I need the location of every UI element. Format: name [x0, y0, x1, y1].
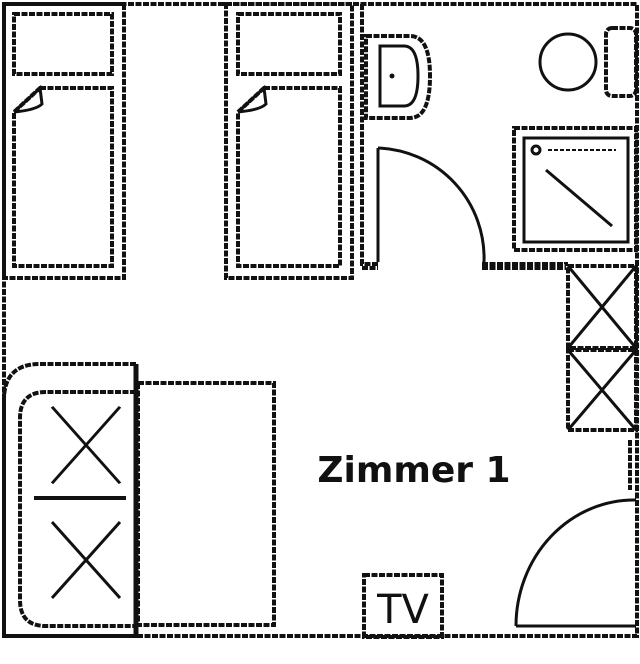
sofa-extension [136, 381, 276, 627]
entrance-door [514, 498, 637, 628]
room-label: Zimmer 1 [317, 450, 510, 491]
bathroom-door [376, 146, 486, 263]
sofa [2, 362, 139, 638]
bathroom-wall [360, 4, 378, 266]
tv-stand: TV [362, 573, 444, 639]
bathroom-wall-right [482, 262, 568, 266]
bed-middle [224, 2, 354, 280]
shower [512, 126, 638, 252]
outer-walls [2, 2, 639, 638]
toilet [538, 26, 638, 98]
bed-left [2, 2, 126, 280]
wardrobe [566, 264, 638, 432]
tv-label: TV [376, 587, 429, 633]
sink [364, 34, 433, 120]
